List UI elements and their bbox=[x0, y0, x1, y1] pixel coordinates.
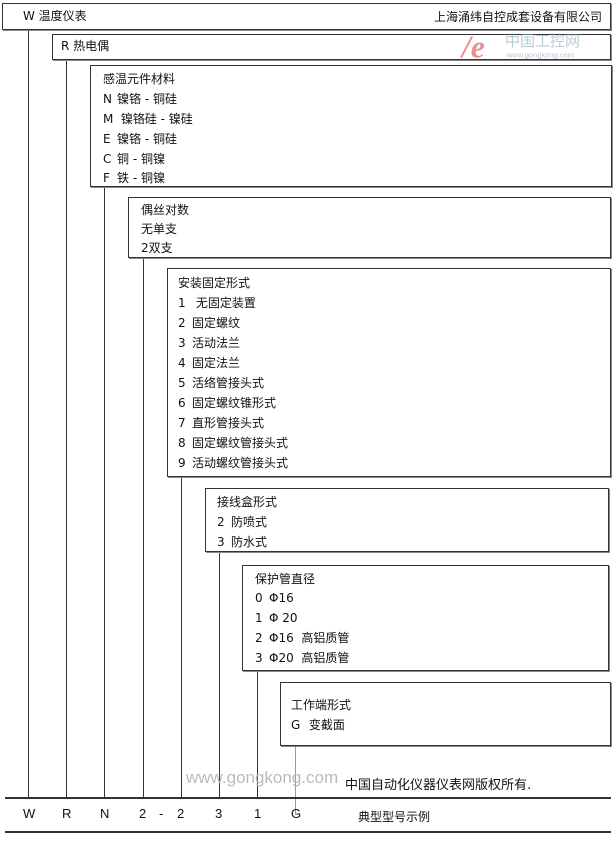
level-box-w: W 温度仪表 上海涌纬自控成套设备有限公司 bbox=[2, 3, 611, 30]
example-caption: 典型型号示例 bbox=[358, 810, 431, 824]
example-code: R bbox=[62, 806, 72, 821]
divider bbox=[5, 831, 611, 833]
connector bbox=[295, 745, 296, 815]
option-item: 1 无固定装置 bbox=[178, 296, 256, 310]
option-item: 2双支 bbox=[141, 241, 173, 255]
level-box-r: R 热电偶 bbox=[52, 34, 611, 60]
option-item: 无单支 bbox=[141, 222, 178, 236]
svg-text:中国工控网: 中国工控网 bbox=[505, 32, 580, 50]
example-code: - bbox=[159, 806, 164, 821]
connector bbox=[219, 551, 220, 797]
svg-text:/e: /e bbox=[460, 31, 485, 61]
level-header: 保护管直径 bbox=[255, 572, 316, 586]
example-code: 2 bbox=[177, 806, 185, 821]
level-header: W 温度仪表 bbox=[23, 9, 87, 23]
company-name: 上海涌纬自控成套设备有限公司 bbox=[433, 10, 602, 24]
example-code: 2 bbox=[139, 806, 147, 821]
gongkong-logo-icon: /e 中国工控网 www.gongkong.com bbox=[460, 31, 580, 61]
example-code: 3 bbox=[215, 806, 223, 821]
level-header: R 热电偶 bbox=[61, 39, 110, 53]
level-header: 感温元件材料 bbox=[103, 72, 176, 86]
example-code: W bbox=[23, 806, 36, 821]
copyright-text: 中国自动化仪器仪表网版权所有. bbox=[345, 778, 532, 793]
connector bbox=[66, 58, 67, 797]
connector bbox=[181, 476, 182, 797]
connector bbox=[143, 257, 144, 797]
level-header: 工作端形式 bbox=[291, 698, 352, 712]
divider bbox=[5, 797, 611, 799]
connector bbox=[104, 186, 105, 797]
svg-text:www.gongkong.com: www.gongkong.com bbox=[506, 50, 574, 59]
level-header: 偶丝对数 bbox=[141, 203, 190, 217]
example-code: N bbox=[100, 806, 110, 821]
level-header: 安装固定形式 bbox=[178, 276, 251, 290]
option-item: M 镍铬硅 - 镍硅 bbox=[103, 112, 193, 126]
example-code: G bbox=[291, 806, 302, 821]
level-box-pairs: 偶丝对数 无单支 2双支 bbox=[128, 197, 611, 258]
watermark-url: www.gongkong.com bbox=[186, 768, 339, 787]
level-box-working-end: 工作端形式 G 变截面 bbox=[280, 682, 611, 746]
connector bbox=[28, 29, 29, 797]
option-item: G 变截面 bbox=[291, 718, 345, 732]
example-code: 1 bbox=[254, 806, 262, 821]
level-header: 接线盒形式 bbox=[217, 495, 278, 509]
connector bbox=[257, 670, 258, 797]
